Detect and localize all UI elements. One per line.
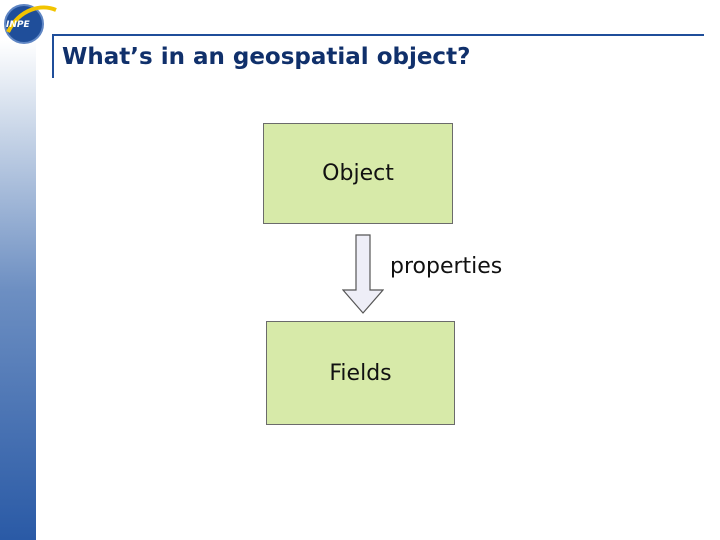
title-left-rule xyxy=(52,34,54,78)
title-top-rule xyxy=(52,34,704,36)
inpe-logo: INPE xyxy=(2,2,58,46)
logo-text: INPE xyxy=(6,20,30,30)
slide-title: What’s in an geospatial object? xyxy=(62,44,471,70)
fields-box: Fields xyxy=(266,321,455,425)
object-box: Object xyxy=(263,123,453,224)
down-arrow-icon xyxy=(342,234,384,314)
globe-swoosh-icon xyxy=(4,4,57,44)
object-box-label: Object xyxy=(322,161,394,186)
sidebar-gradient xyxy=(0,40,36,540)
fields-box-label: Fields xyxy=(329,360,392,386)
arrow-label: properties xyxy=(390,254,503,279)
